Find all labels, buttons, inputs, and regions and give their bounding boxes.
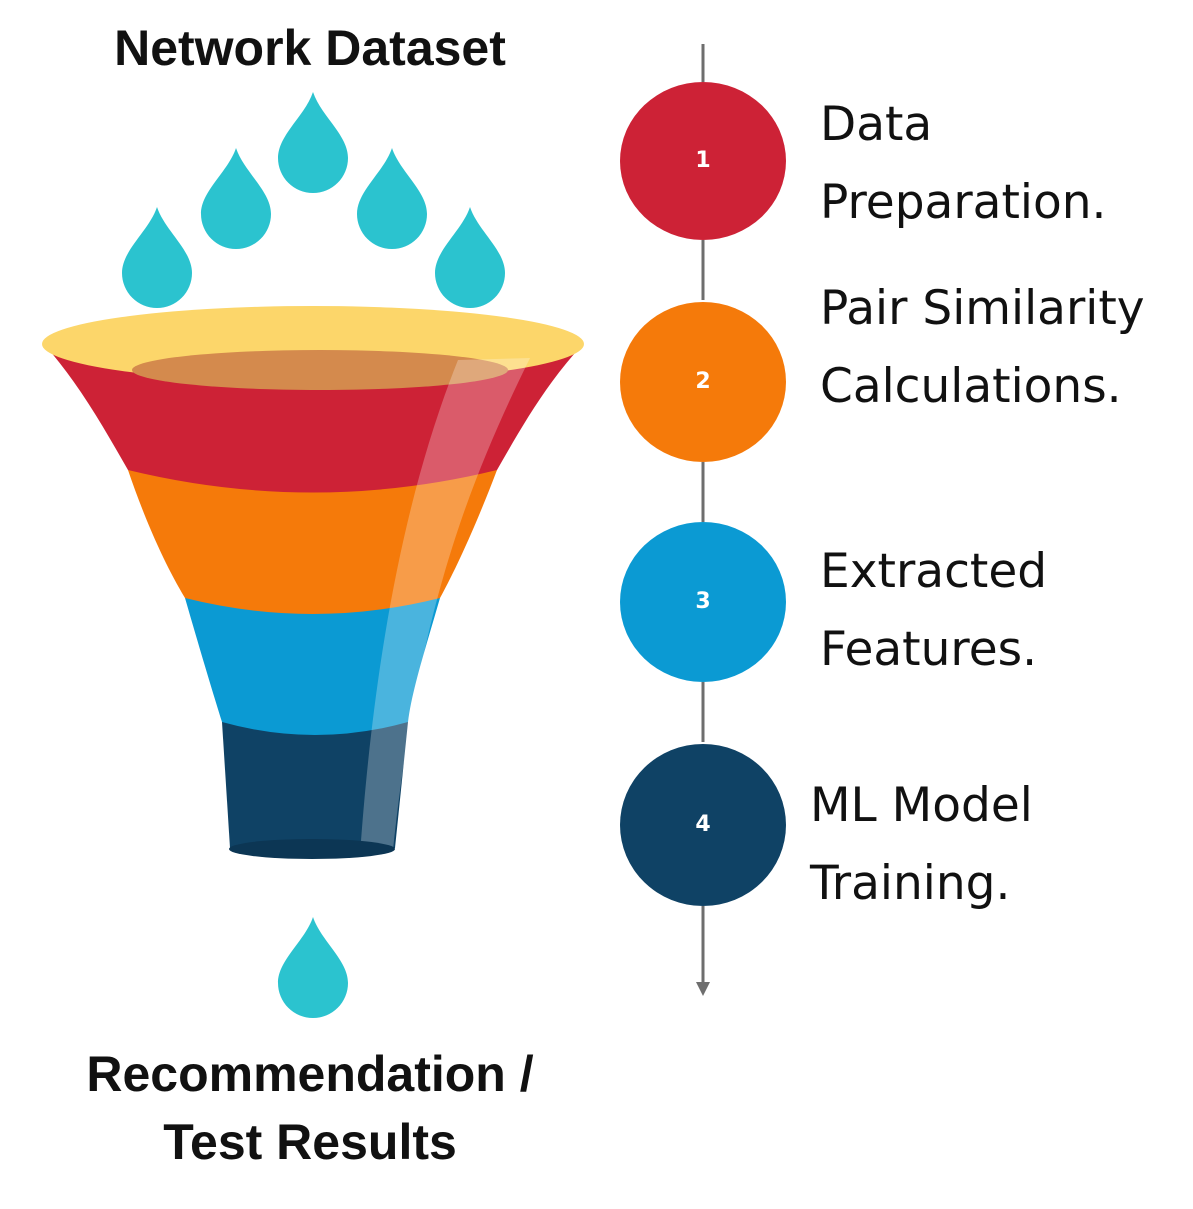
droplet-icon [201,148,271,249]
step-4-label: ML Model Training. [810,767,1033,923]
step-1-number: 1 [695,148,711,173]
input-droplets [122,92,505,308]
droplet-icon [278,92,348,193]
step-3-label-line1: Extracted [820,544,1048,599]
step-1-label: Data Preparation. [820,86,1106,242]
funnel-band-4 [222,722,408,857]
output-label: Recommendation / Test Results [0,1040,620,1176]
step-2-circle [620,302,786,462]
step-2-label: Pair Similarity Calculations. [820,270,1145,426]
droplet-icon [435,207,505,308]
step-2-number: 2 [695,369,711,394]
droplet-icon [357,148,427,249]
funnel-highlight [360,358,530,855]
step-1-label-line1: Data [820,97,933,152]
output-label-line1: Recommendation / [86,1046,534,1102]
funnel-opening [132,350,508,390]
step-3-label-line2: Features. [820,622,1038,677]
output-label-line2: Test Results [163,1114,457,1170]
funnel-band-2 [128,470,497,614]
diagram-title: Network Dataset [114,20,506,76]
step-4-label-line1: ML Model [810,778,1033,833]
step-1-circle [620,82,786,240]
funnel-spout-bottom [229,839,395,859]
step-4-circle [620,744,786,906]
step-2-label-line1: Pair Similarity [820,281,1145,336]
step-1-label-line2: Preparation. [820,175,1107,230]
step-3-label: Extracted Features. [820,533,1047,689]
step-circles [620,82,786,906]
droplet-icon [122,207,192,308]
step-3-number: 3 [695,589,711,614]
funnel-band-3 [185,598,440,735]
step-4-label-line2: Training. [810,856,1011,911]
timeline [696,44,710,996]
funnel [42,306,584,859]
step-2-label-line2: Calculations. [820,359,1122,414]
output-droplet-icon [278,917,348,1018]
timeline-arrowhead [696,982,710,996]
step-3-circle [620,522,786,682]
step-4-number: 4 [695,812,711,837]
